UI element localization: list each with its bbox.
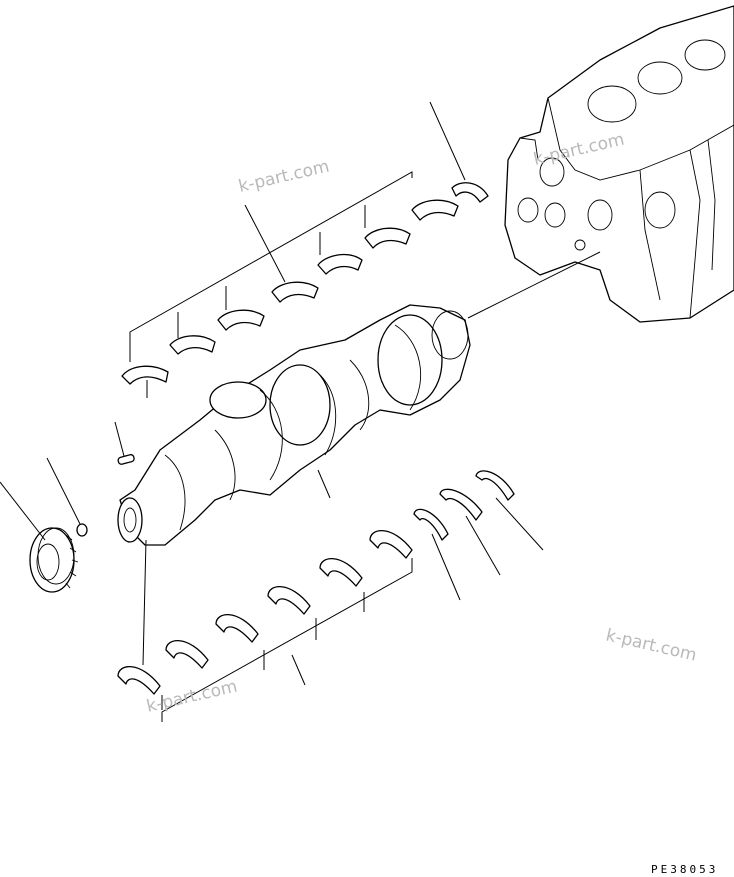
lower-main-bearings [117,530,413,695]
pin [76,523,88,537]
watermark-top: k-part.com [237,157,332,197]
reference-code: PE38053 [651,863,718,876]
thrust-washers [413,470,515,541]
upper-main-bearings [121,182,489,385]
upper-bearings-leader [129,101,466,398]
cylinder-block [504,5,734,323]
lower-bearings-leader [161,497,544,722]
key [117,454,135,465]
crankshaft-gear [29,527,79,593]
leader-lines [0,251,601,666]
watermark-bottom: k-part.com [145,677,240,717]
watermark-right: k-part.com [604,625,699,665]
crankshaft [117,304,471,546]
